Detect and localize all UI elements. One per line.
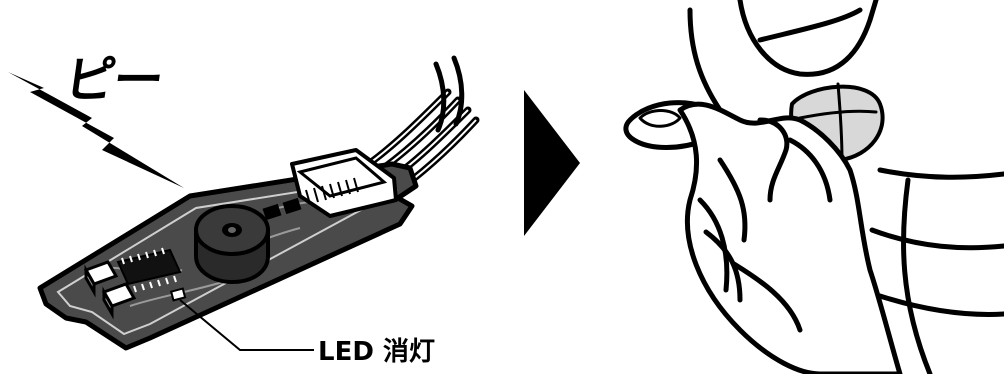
buzzer (196, 206, 268, 282)
play-arrow-icon (524, 90, 580, 236)
led-indicator (171, 289, 185, 301)
led-off-label: LED 消灯 (318, 331, 435, 368)
hand-illustration (626, 0, 1004, 374)
beep-sound-text: ピー (61, 40, 167, 112)
